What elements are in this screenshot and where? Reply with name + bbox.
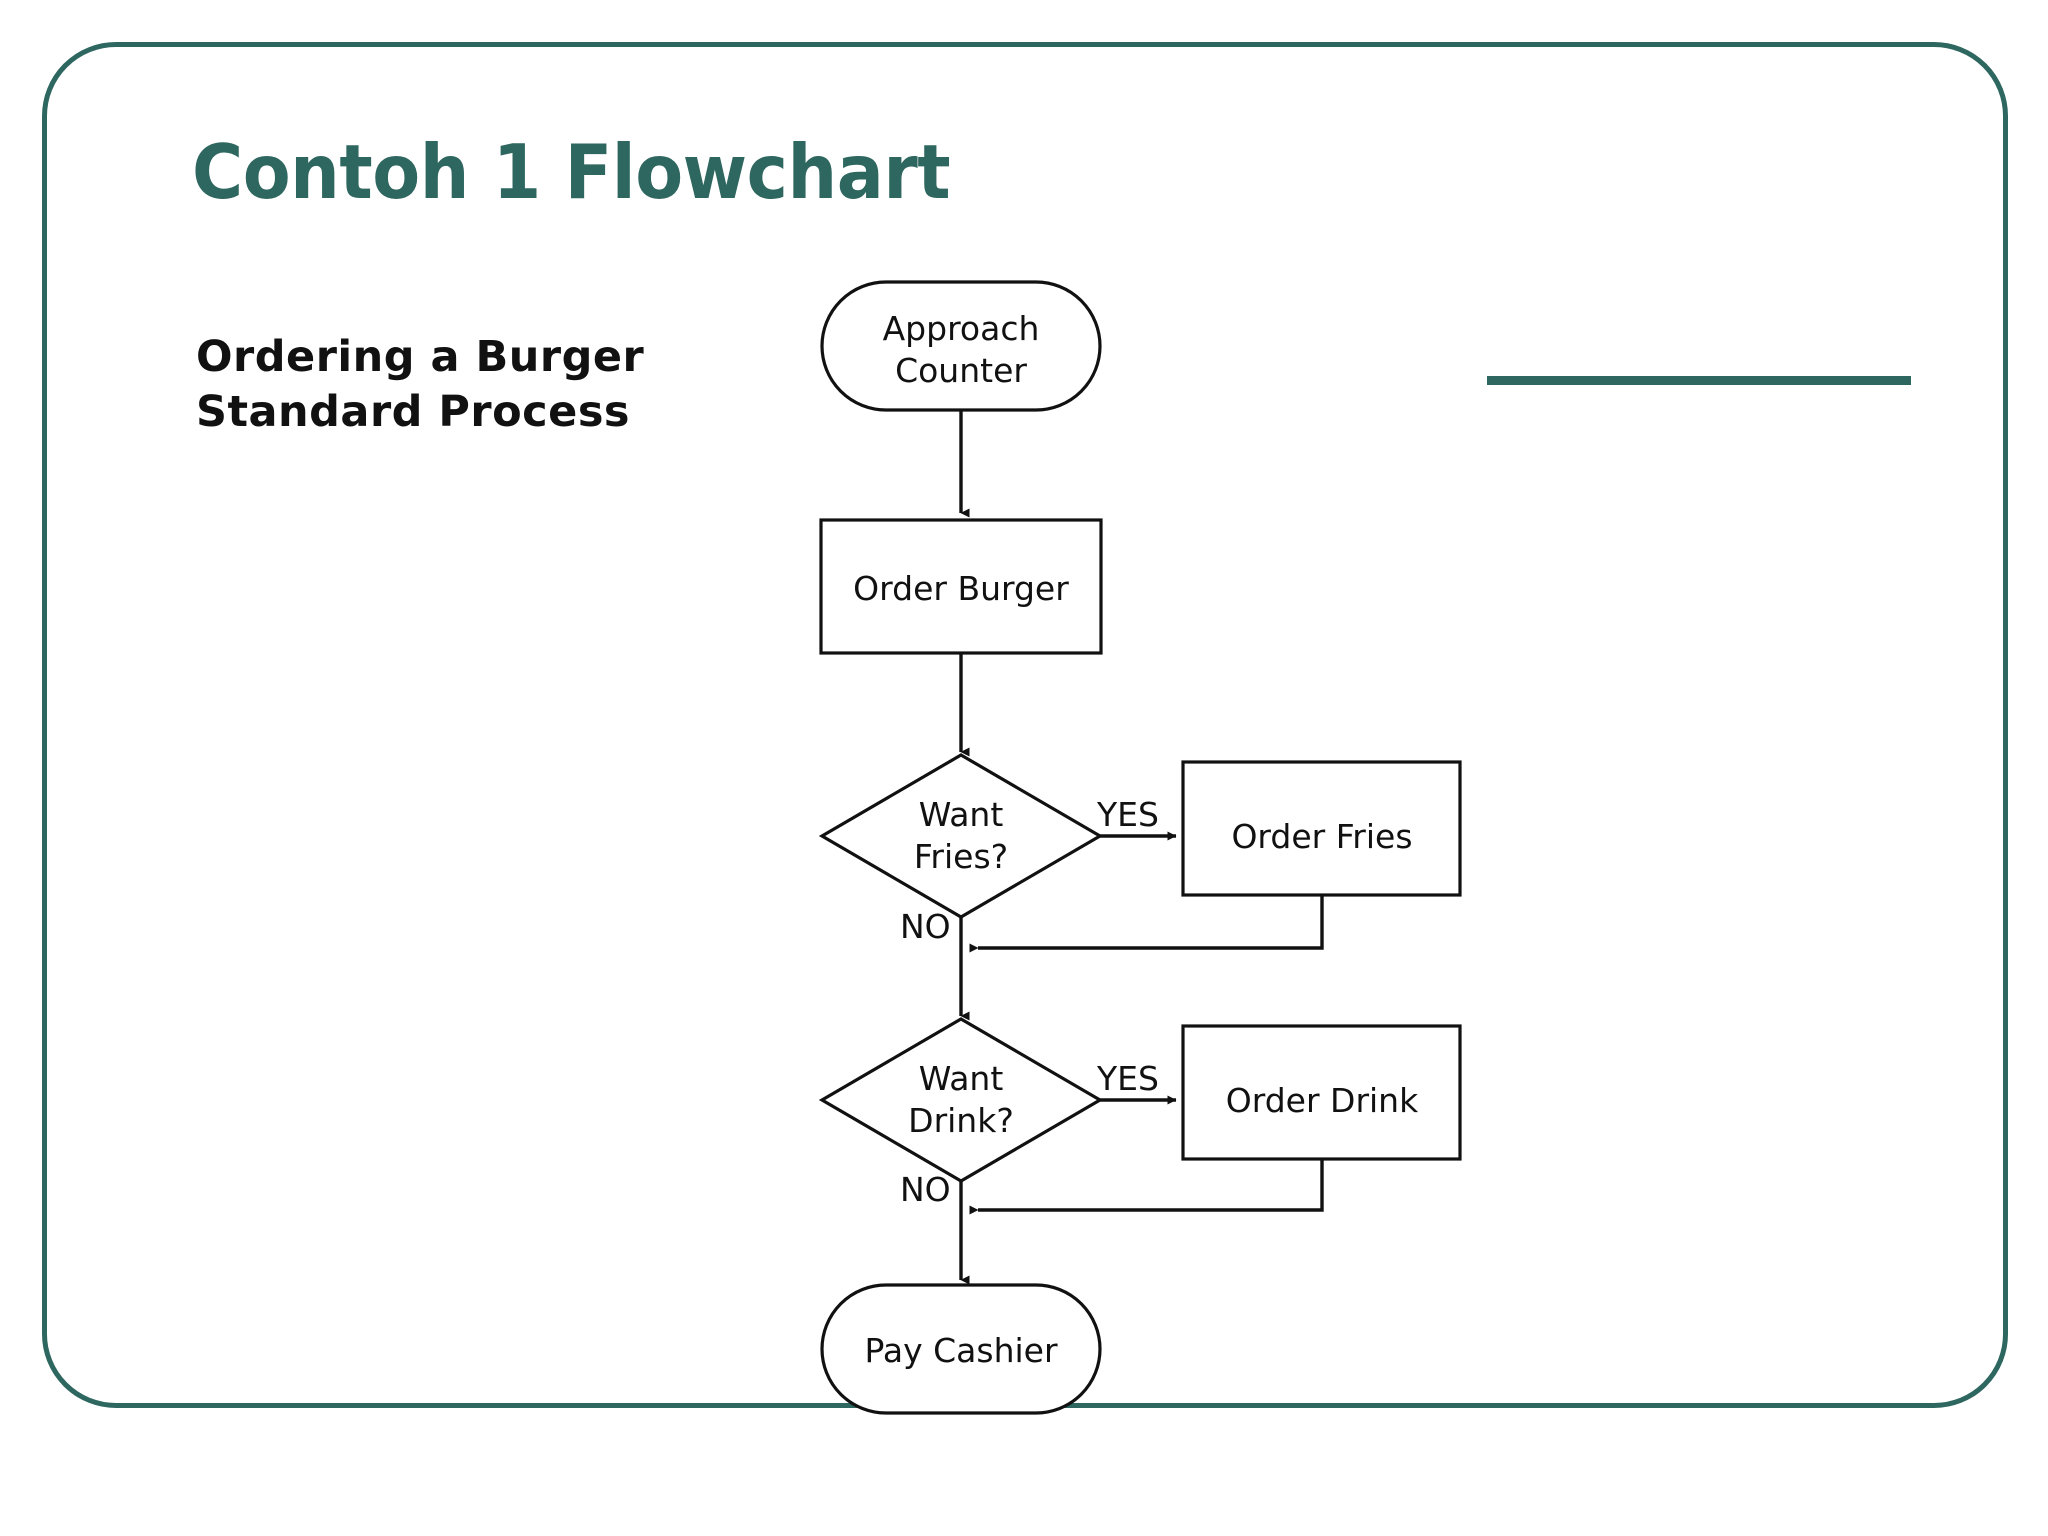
slide-border-frame <box>42 42 2008 1408</box>
flowchart-caption: Ordering a Burger Standard Process <box>196 330 644 440</box>
page-title: Contoh 1 Flowchart <box>192 128 951 216</box>
caption-line-1: Ordering a Burger <box>196 332 645 382</box>
title-accent-rule <box>1487 376 1911 385</box>
caption-line-2: Standard Process <box>196 387 631 438</box>
